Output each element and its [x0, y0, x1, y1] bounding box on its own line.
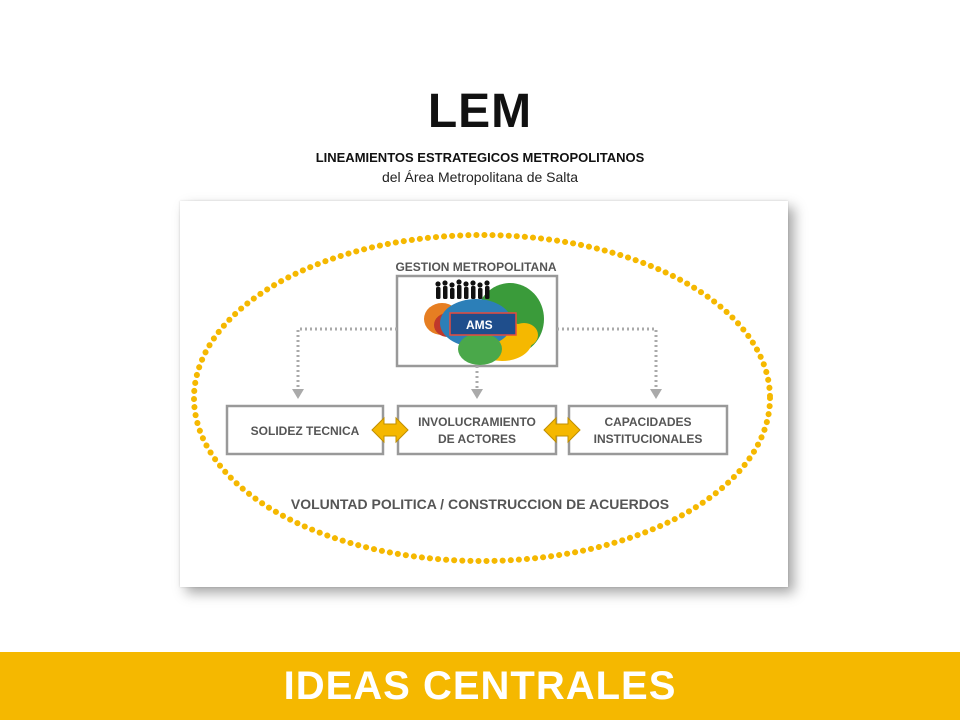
- box-capacidades: [567, 404, 729, 456]
- dotted-connectors: [296, 327, 658, 389]
- diagram-canvas: GESTION METROPOLITANA AMS: [191, 232, 773, 564]
- box-capacidades-label-2: INSTITUCIONALES: [594, 432, 703, 446]
- page-subtitle-location: del Área Metropolitana de Salta: [381, 169, 579, 185]
- connector-arrowheads: [292, 389, 662, 399]
- voluntad-label: VOLUNTAD POLITICA / CONSTRUCCION DE ACUE…: [291, 496, 669, 512]
- gestion-heading: GESTION METROPOLITANA: [395, 260, 556, 274]
- footer-bar: [0, 652, 960, 720]
- double-arrow-left: [371, 416, 409, 444]
- ams-label: AMS: [466, 318, 493, 332]
- ams-label-box: [449, 312, 517, 336]
- box-capacidades-label-1: CAPACIDADES: [604, 415, 691, 429]
- page-title: LEM: [427, 85, 533, 138]
- box-involucramiento: [396, 404, 558, 456]
- box-solidez-label: SOLIDEZ TECNICA: [251, 424, 360, 438]
- page-subtitle: LINEAMIENTOS ESTRATEGICOS METROPOLITANOS: [315, 150, 645, 165]
- dotted-ellipse: [191, 232, 773, 564]
- box-involucramiento-label-1: INVOLUCRAMIENTO: [418, 415, 536, 429]
- double-arrow-right: [543, 416, 581, 444]
- people-silhouettes: [435, 279, 490, 299]
- box-involucramiento-label-2: DE ACTORES: [438, 432, 516, 446]
- footer-title: IDEAS CENTRALES: [283, 664, 677, 708]
- diagram-figure: GESTION METROPOLITANA AMS: [180, 201, 788, 587]
